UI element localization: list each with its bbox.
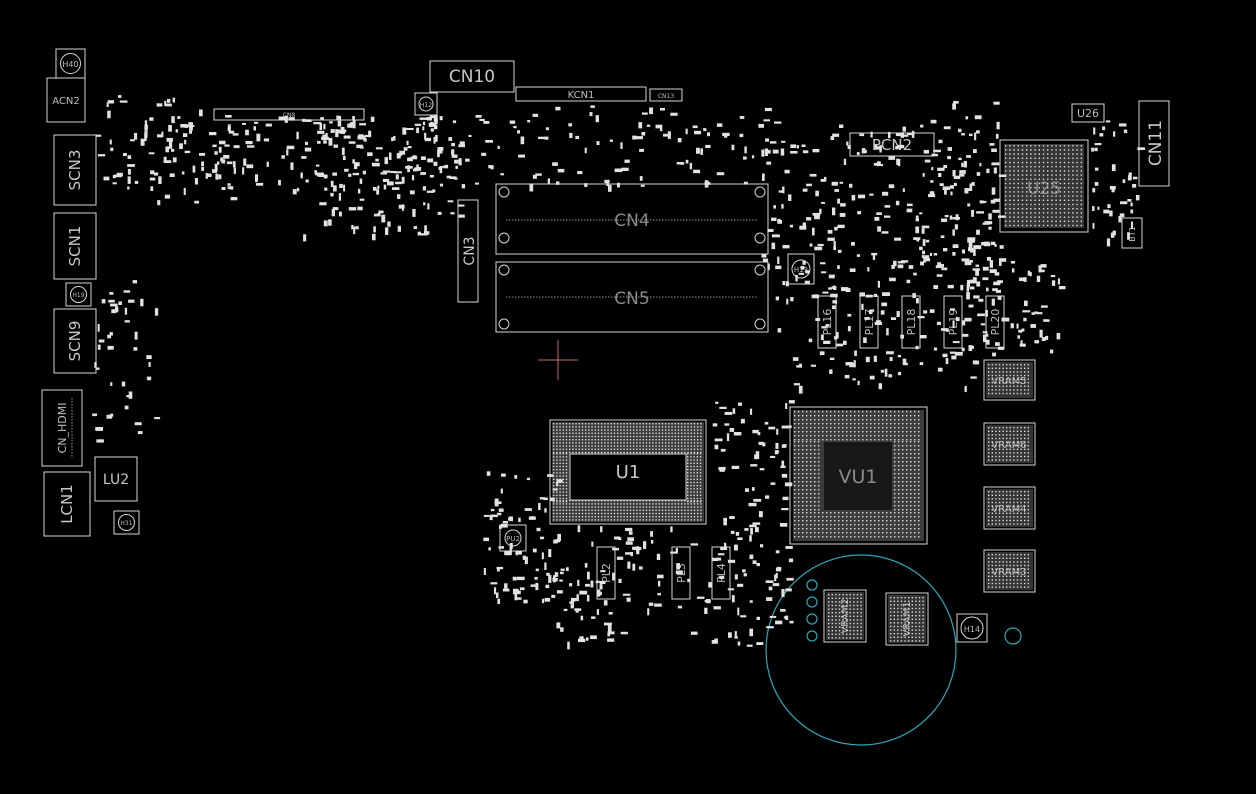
cpu-u1[interactable]: U1 [549, 419, 707, 525]
vram2[interactable]: VRAM2 [823, 589, 867, 643]
connector-acn2[interactable]: ACN2 [46, 77, 86, 123]
connector-scn3[interactable]: SCN3 [53, 134, 97, 206]
mounting-hole-h19[interactable]: H19 [65, 282, 92, 307]
lu2-label: LU2 [103, 472, 129, 488]
cn13-label: CN13 [658, 93, 674, 100]
vram5-label: VRAM5 [991, 376, 1026, 387]
mounting-hole-h13[interactable]: H13 [787, 253, 815, 285]
mounting-hole-h14[interactable]: H14 [956, 613, 988, 643]
vram6-label: VRAM6 [991, 440, 1026, 451]
vram1-label: VRAM1 [902, 601, 913, 636]
vram4-label: VRAM4 [991, 504, 1026, 515]
inductor-pl16[interactable]: PL16 [817, 295, 837, 349]
mounting-hole-h31[interactable]: H31 [113, 510, 140, 535]
component-lu2[interactable]: LU2 [94, 456, 138, 502]
cn11-label: CN11 [1146, 120, 1166, 166]
lcn1-label: LCN1 [58, 484, 76, 524]
connector-lcn1[interactable]: LCN1 [43, 471, 91, 537]
pl20-label: PL20 [989, 309, 1002, 336]
connector-cn13[interactable]: CN13 [649, 88, 683, 102]
h14-label: H14 [964, 625, 980, 634]
connector-cn11[interactable]: CN11 [1138, 100, 1170, 187]
h31-label: H31 [120, 520, 132, 527]
cn3-label: CN3 [462, 236, 478, 265]
memory-slot-cn4[interactable]: CN4 [495, 183, 769, 255]
highlight-selection-circle [765, 554, 1022, 746]
battery-bt1[interactable]: BT1 [1121, 217, 1143, 249]
vram3[interactable]: VRAM3 [983, 549, 1036, 593]
cursor-crosshair [538, 340, 578, 380]
pcn2-label: PCN2 [872, 136, 912, 154]
vram6[interactable]: VRAM6 [983, 422, 1036, 466]
inductor-pl18[interactable]: PL18 [901, 295, 921, 349]
cn4-label: CN4 [614, 211, 649, 231]
connector-scn1[interactable]: SCN1 [53, 212, 97, 280]
mounting-hole-h40[interactable]: H40 [55, 48, 86, 79]
inductor-pl4[interactable]: PL4 [711, 546, 731, 600]
vram4[interactable]: VRAM4 [983, 486, 1036, 530]
vram5[interactable]: VRAM5 [983, 359, 1036, 401]
h12-label: H12 [420, 102, 432, 109]
cn10-label: CN10 [449, 67, 495, 87]
u26-label: U26 [1077, 107, 1099, 120]
kcn1-label: KCN1 [568, 90, 595, 101]
ic-pu2[interactable]: PU2 [499, 524, 527, 552]
inductor-pl20[interactable]: PL20 [985, 295, 1005, 349]
scn9-label: SCN9 [66, 321, 84, 362]
ic-u26[interactable]: U26 [1071, 103, 1105, 123]
pl4-label: PL4 [715, 563, 728, 583]
vu1-label: VU1 [839, 466, 878, 488]
bt1-label: BT1 [1128, 226, 1137, 241]
cn8-label: CN8 [283, 112, 296, 119]
h13-label: H13 [794, 266, 808, 274]
cn5-label: CN5 [614, 289, 649, 309]
pl18-label: PL18 [905, 309, 918, 336]
pl17-label: PL17 [863, 309, 876, 336]
vram2-label: VRAM2 [840, 598, 851, 633]
h19-label: H19 [72, 292, 84, 299]
u1-label: U1 [616, 462, 641, 483]
h40-label: H40 [62, 60, 78, 69]
connector-pcn2[interactable]: PCN2 [849, 132, 935, 157]
pl16-label: PL16 [821, 309, 834, 336]
scn3-label: SCN3 [66, 150, 84, 191]
vram3-label: VRAM3 [991, 567, 1026, 578]
scn1-label: SCN1 [66, 226, 84, 267]
connector-cn3[interactable]: CN3 [457, 199, 479, 303]
connector-scn9[interactable]: SCN9 [53, 308, 97, 374]
cn-hdmi-label: CN_HDMI [56, 403, 69, 454]
connector-cn10[interactable]: CN10 [429, 60, 515, 93]
mounting-hole-h12[interactable]: H12 [414, 92, 438, 116]
connector-kcn1[interactable]: KCN1 [515, 86, 647, 102]
connector-cn-hdmi[interactable]: CN_HDMI [41, 389, 83, 467]
smd-components [92, 95, 1145, 650]
memory-slot-cn5[interactable]: CN5 [495, 261, 769, 333]
vram1[interactable]: VRAM1 [885, 592, 929, 646]
acn2-label: ACN2 [52, 96, 80, 107]
pu2-label: PU2 [506, 535, 520, 543]
pl2-label: PL2 [600, 563, 613, 583]
